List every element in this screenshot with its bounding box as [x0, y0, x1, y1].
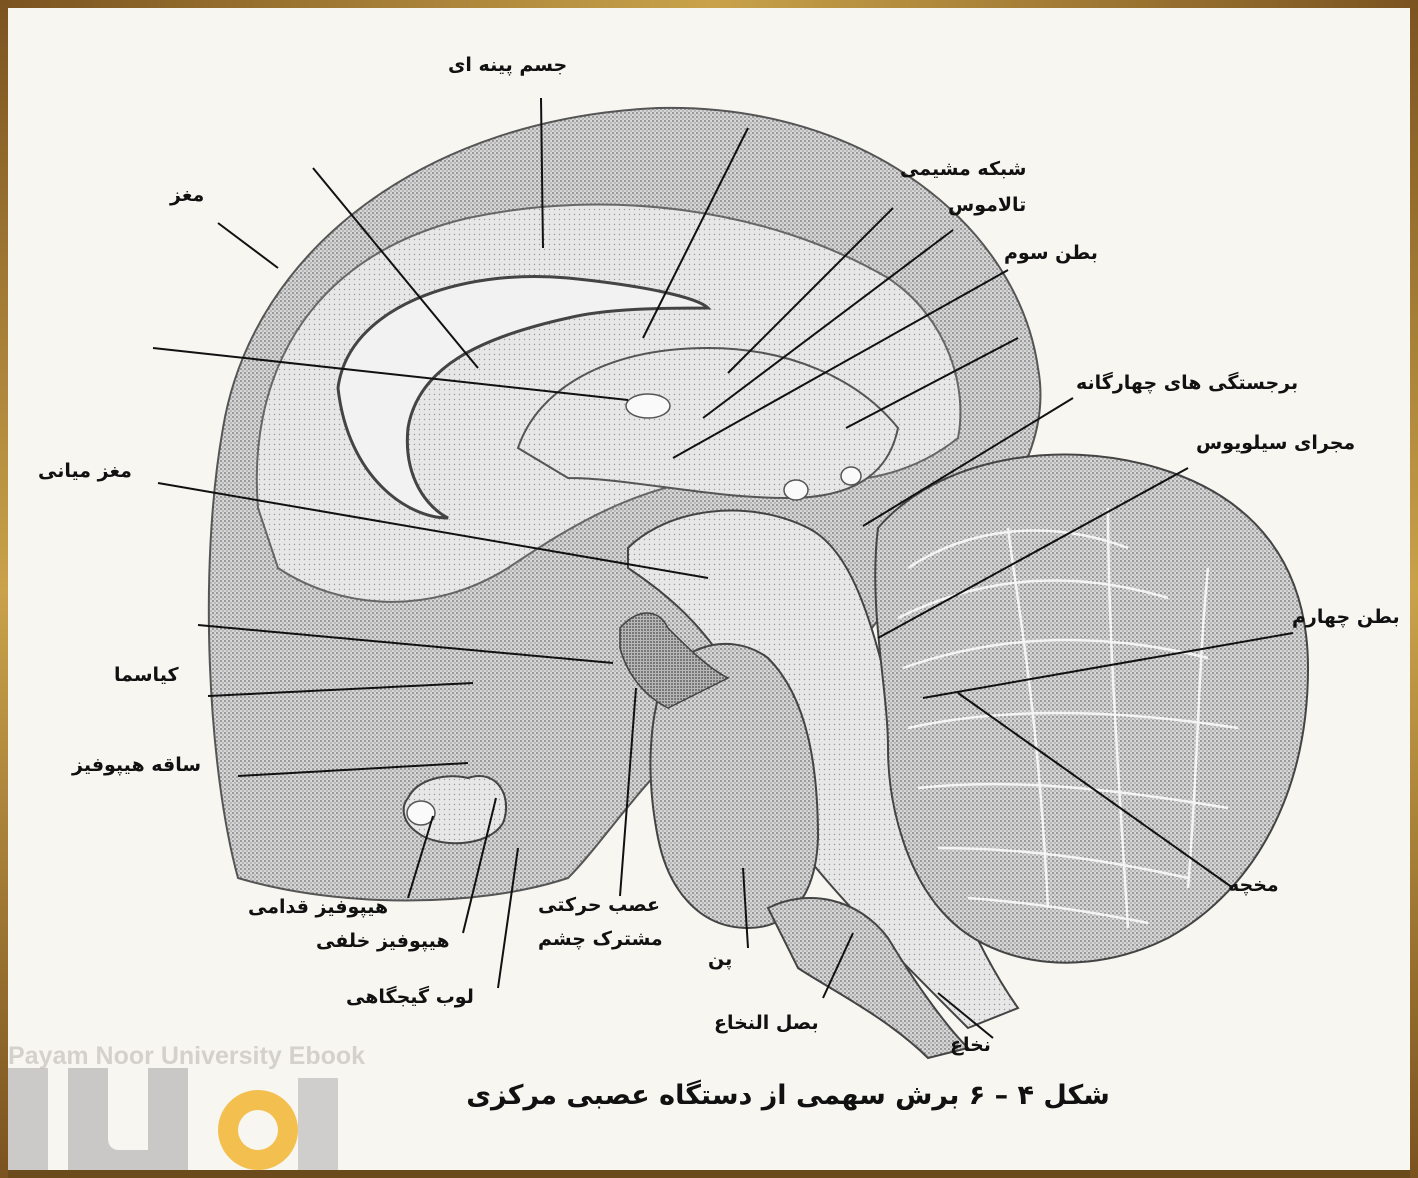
label-medulla: بصل النخاع [714, 1012, 819, 1034]
label-chiasma: کیاسما [114, 664, 179, 686]
frame-right [1410, 0, 1418, 1178]
label-cerebrum: مغز [170, 184, 204, 206]
label-pons: پن [708, 948, 732, 970]
label-corpus-callosum: جسم پینه ای [448, 54, 567, 76]
label-spinal-cord: نخاع [950, 1034, 991, 1056]
label-choroid-plexus: شبکه مشیمی [900, 158, 1026, 180]
label-cerebral-aqueduct: مجرای سیلویوس [1196, 432, 1355, 454]
frame-left [0, 0, 8, 1178]
interthalamic-oval [626, 394, 670, 418]
label-cerebellum: مخچه [1228, 874, 1279, 896]
figure-page: جسم پینه ای مغز شبکه مشیمی تالاموس بطن س… [8, 8, 1410, 1170]
label-anterior-pituitary: هیپوفیز قدامی [248, 896, 388, 918]
label-thalamus: تالاموس [948, 194, 1026, 216]
frame-top [0, 0, 1418, 8]
label-temporal-lobe: لوب گیجگاهی [346, 986, 474, 1008]
watermark-text: Payam Noor University Ebook [8, 1042, 365, 1071]
label-pituitary-stalk: ساقه هیپوفیز [72, 754, 201, 776]
label-oculomotor-line2: مشترک چشم [538, 928, 663, 950]
label-posterior-pituitary: هیپوفیز خلفی [316, 930, 450, 952]
label-midbrain: مغز میانی [38, 460, 132, 482]
label-oculomotor-line1: عصب حرکتی [538, 894, 660, 916]
watermark-logo [8, 1068, 348, 1170]
label-quadrigeminal-bodies: برجستگی های چهارگانه [1076, 372, 1298, 394]
label-third-ventricle: بطن سوم [1004, 242, 1098, 264]
brain-sagittal-diagram [8, 8, 1410, 1170]
label-fourth-ventricle: بطن چهارم [1292, 606, 1400, 628]
figure-caption: شکل ۴ – ۶ برش سهمی از دستگاه عصبی مرکزی [448, 1080, 1128, 1111]
